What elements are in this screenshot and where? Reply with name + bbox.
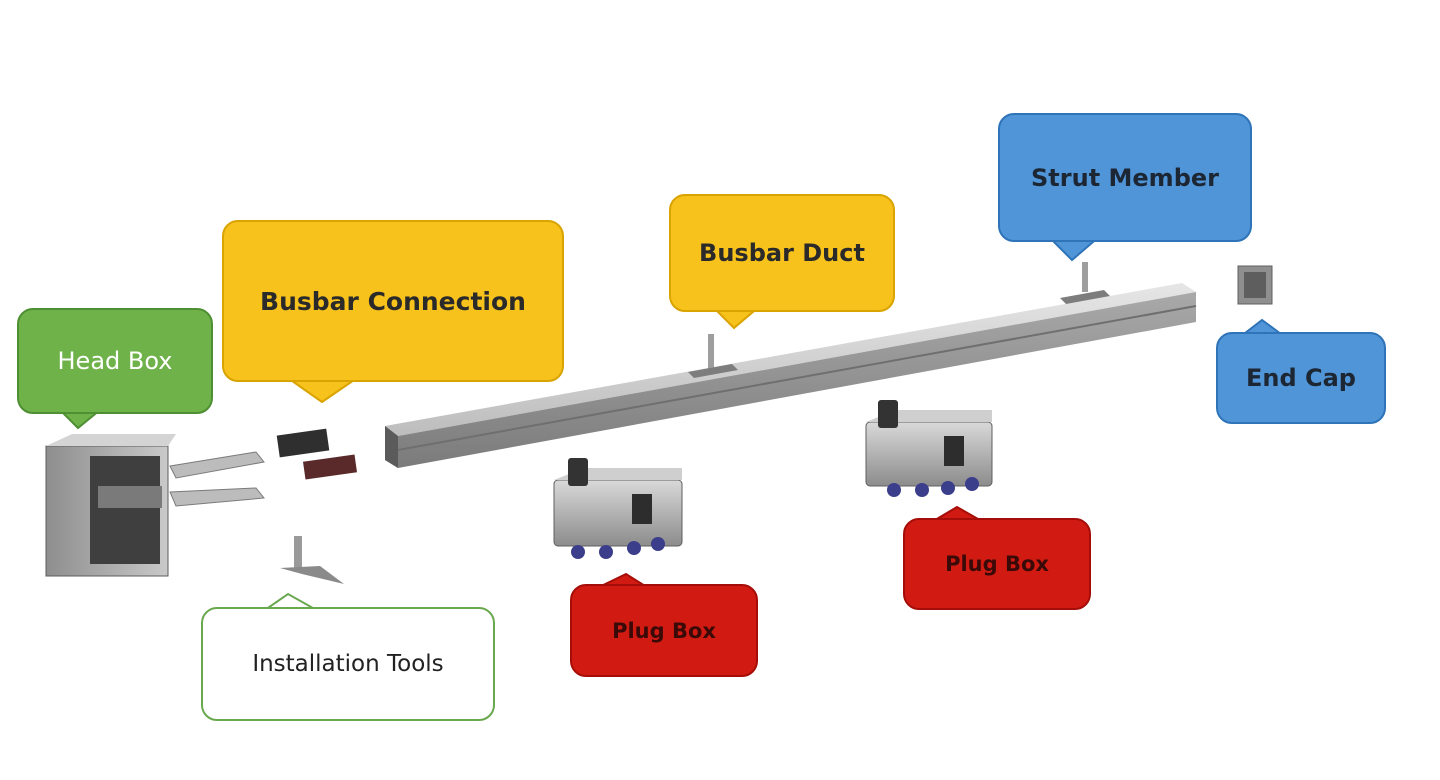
end-cap-illustration xyxy=(1237,265,1273,305)
plug-box-2-jack-2 xyxy=(915,483,929,497)
installation-tool-illustration xyxy=(280,536,344,584)
head-box-flange-top xyxy=(169,451,265,479)
plug-box-1-jack-1 xyxy=(571,545,585,559)
head-box-opening xyxy=(90,456,160,564)
head-box-flange-bottom xyxy=(169,487,265,507)
strut-member-base xyxy=(1060,290,1110,304)
plug-box-1-illustration xyxy=(553,458,683,559)
plug-box-1-label-text: Plug Box xyxy=(612,618,716,643)
plug-box-1-cable-gland xyxy=(568,458,588,486)
duct-top-face xyxy=(385,283,1196,436)
plug-box-2-callout: Plug Box xyxy=(903,518,1091,610)
plug-box-1-jack-4 xyxy=(651,537,665,551)
plug-box-2-illustration xyxy=(865,400,993,497)
plug-box-2-jack-4 xyxy=(965,477,979,491)
strut-member-label-text: Strut Member xyxy=(1031,163,1219,192)
busbar-connection-illustration xyxy=(276,428,357,480)
installation-tool-blade xyxy=(294,536,302,572)
plug-box-1-jack-3 xyxy=(627,541,641,555)
installation-tools-callout: Installation Tools xyxy=(201,607,495,721)
busbar-connector-1 xyxy=(276,428,330,458)
duct-hanger-base xyxy=(688,364,738,378)
plug-box-1-jack-2 xyxy=(599,545,613,559)
busbar-duct-label-text: Busbar Duct xyxy=(699,239,865,267)
strut-member-post xyxy=(1082,262,1088,292)
end-cap-label-text: End Cap xyxy=(1245,364,1356,392)
plug-box-2-jack-3 xyxy=(941,481,955,495)
busbar-connection-callout: Busbar Connection xyxy=(222,220,564,382)
plug-box-2-window xyxy=(944,436,964,466)
installation-tool-base xyxy=(280,566,344,584)
busbar-connector-2 xyxy=(303,454,357,480)
plug-box-2-label-text: Plug Box xyxy=(945,552,1049,576)
head-box-top xyxy=(46,434,176,446)
duct-hanger-illustration xyxy=(688,334,738,378)
head-box-label-text: Head Box xyxy=(57,347,173,375)
duct-hanger-post xyxy=(708,334,714,370)
plug-box-1-window xyxy=(632,494,652,524)
duct-ridge-line xyxy=(397,305,1197,451)
plug-box-2-cable-gland xyxy=(878,400,898,428)
plug-box-1-body xyxy=(553,479,683,547)
plug-box-1-callout: Plug Box xyxy=(570,584,758,677)
plug-box-2-jack-1 xyxy=(887,483,901,497)
end-cap-face xyxy=(1244,272,1266,298)
strut-member-callout: Strut Member xyxy=(998,113,1252,242)
installation-tools-label-text: Installation Tools xyxy=(252,651,444,677)
busbar-duct-illustration xyxy=(385,283,1197,468)
busbar-duct-callout: Busbar Duct xyxy=(669,194,895,312)
head-box-busbar-stub xyxy=(98,486,162,508)
duct-end-face xyxy=(385,426,398,468)
head-box-callout: Head Box xyxy=(17,308,213,414)
plug-box-2-body xyxy=(865,421,993,487)
end-cap-callout: End Cap xyxy=(1216,332,1386,424)
busbar-connection-label-text: Busbar Connection xyxy=(260,286,526,316)
head-box-illustration xyxy=(45,434,265,577)
strut-member-illustration xyxy=(1060,262,1110,304)
